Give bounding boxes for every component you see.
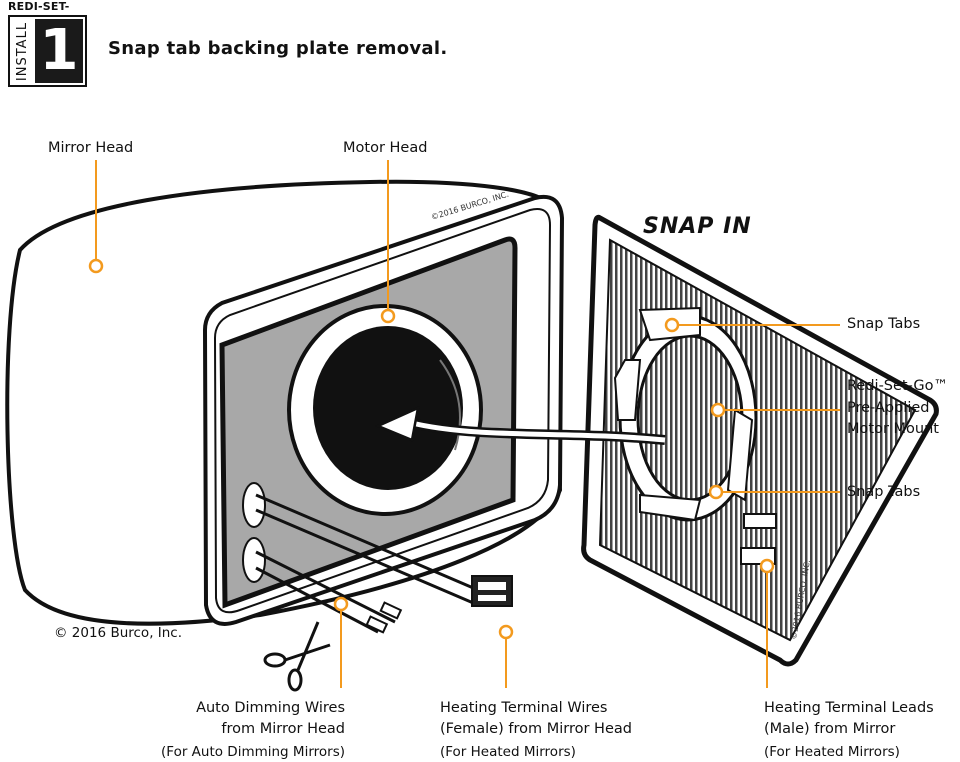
label-heat-wires-note: (For Heated Mirrors) xyxy=(440,744,576,760)
label-heat-leads-note: (For Heated Mirrors) xyxy=(764,744,900,760)
label-heat-wires-2: (Female) from Mirror Head xyxy=(440,721,632,737)
badge-step-number: 1 xyxy=(35,19,83,83)
label-motor-head: Motor Head xyxy=(343,140,428,156)
label-snap-tabs-bottom: Snap Tabs xyxy=(847,484,921,500)
scissors-icon xyxy=(263,621,331,692)
leader-dots xyxy=(88,258,775,640)
label-heat-leads-2: (Male) from Mirror xyxy=(764,721,896,737)
snap-in-callout: SNAP IN xyxy=(643,214,752,239)
heating-terminal-female xyxy=(471,575,513,607)
label-auto-dim-1: Auto Dimming Wires xyxy=(196,700,345,716)
motor-mount-ring xyxy=(613,306,758,522)
label-heat-wires-1: Heating Terminal Wires xyxy=(440,700,608,716)
badge-box: INSTALL 1 xyxy=(8,15,87,87)
label-mirror-head: Mirror Head xyxy=(48,140,134,156)
label-motor-mount-1: Redi-Set-Go™ xyxy=(847,378,948,394)
copyright: © 2016 Burco, Inc. xyxy=(54,625,183,641)
auto-dim-connectors xyxy=(365,601,403,634)
label-snap-tabs-top: Snap Tabs xyxy=(847,316,921,332)
label-motor-mount-3: Motor Mount xyxy=(847,421,939,437)
label-auto-dim-note: (For Auto Dimming Mirrors) xyxy=(161,744,345,760)
label-auto-dim-2: from Mirror Head xyxy=(221,721,345,737)
leader-lines xyxy=(95,160,840,688)
page-title: Snap tab backing plate removal. xyxy=(108,38,448,59)
label-heat-leads-1: Heating Terminal Leads xyxy=(764,700,934,716)
label-motor-mount-2: Pre-Applied xyxy=(847,400,930,416)
install-badge: REDI-SET-GO INSTALL 1 xyxy=(8,0,88,88)
